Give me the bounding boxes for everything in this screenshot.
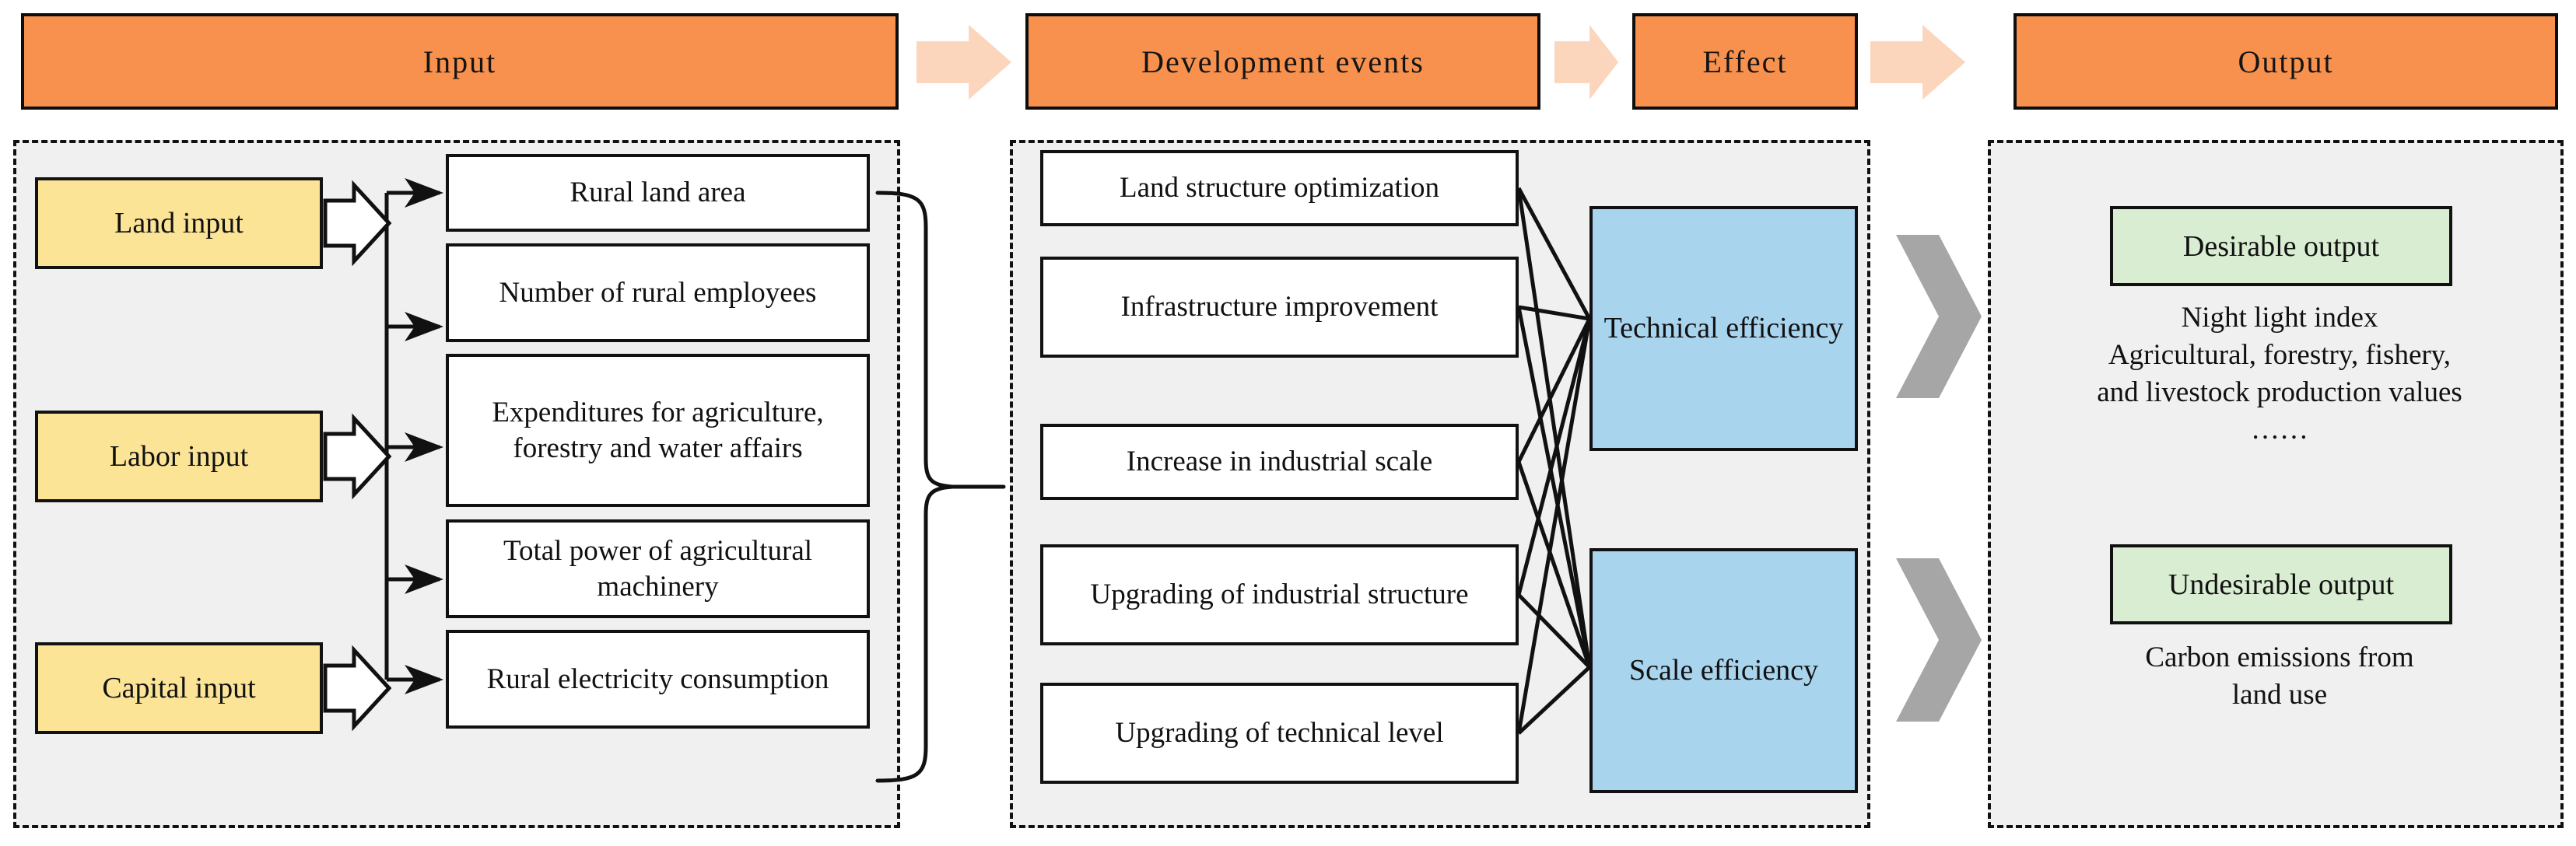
- input-category-labor[interactable]: Labor input: [35, 411, 323, 502]
- input-indicator-rural-land-area[interactable]: Rural land area: [446, 154, 870, 232]
- development-event-increase-industrial-scale[interactable]: Increase in industrial scale: [1040, 424, 1519, 500]
- input-indicator-label: Rural electricity consumption: [486, 662, 829, 695]
- development-event-land-structure-optimization[interactable]: Land structure optimization: [1040, 150, 1519, 226]
- development-event-label: Upgrading of industrial structure: [1090, 579, 1469, 611]
- arrow-right-icon-input-to-development: [916, 25, 1011, 100]
- development-event-label: Land structure optimization: [1120, 172, 1439, 205]
- input-indicator-rural-employees[interactable]: Number of rural employees: [446, 243, 870, 342]
- input-indicator-agricultural-machinery[interactable]: Total power of agricultural machinery: [446, 519, 870, 618]
- input-category-label: Labor input: [109, 440, 249, 473]
- input-category-label: Land input: [114, 207, 244, 239]
- output-item-line: Carbon emissions from: [2145, 641, 2414, 673]
- arrow-right-icon-effect-to-output: [1870, 25, 1965, 100]
- output-badge-label: Desirable output: [2182, 229, 2380, 263]
- output-undesirable-items: Carbon emissions from land use: [1999, 639, 2560, 725]
- input-indicator-rural-electricity[interactable]: Rural electricity consumption: [446, 630, 870, 729]
- output-item-line: and livestock production values: [2097, 376, 2462, 409]
- header-label: Input: [422, 44, 497, 79]
- output-badge-desirable[interactable]: Desirable output: [2110, 206, 2452, 286]
- input-category-land[interactable]: Land input: [35, 177, 323, 269]
- header-development-events: Development events: [1025, 13, 1540, 110]
- input-indicator-label: Expenditures for agriculture, forestry a…: [492, 397, 824, 464]
- output-badge-label: Undesirable output: [2168, 568, 2395, 601]
- header-label: Output: [2238, 44, 2334, 79]
- effect-label: Scale efficiency: [1629, 653, 1818, 687]
- input-category-label: Capital input: [102, 672, 256, 704]
- output-badge-undesirable[interactable]: Undesirable output: [2110, 544, 2452, 624]
- development-event-upgrading-industrial-structure[interactable]: Upgrading of industrial structure: [1040, 544, 1519, 645]
- arrow-right-icon-development-to-effect: [1554, 25, 1618, 100]
- header-output: Output: [2013, 13, 2558, 110]
- output-item-line: Agricultural, forestry, fishery,: [2108, 339, 2452, 372]
- effect-scale-efficiency[interactable]: Scale efficiency: [1589, 548, 1858, 793]
- development-event-label: Increase in industrial scale: [1126, 446, 1433, 478]
- output-item-line: land use: [2231, 679, 2328, 711]
- development-event-infrastructure-improvement[interactable]: Infrastructure improvement: [1040, 257, 1519, 358]
- input-indicator-label: Rural land area: [570, 177, 746, 209]
- effect-label: Technical efficiency: [1603, 311, 1844, 344]
- header-effect: Effect: [1632, 13, 1858, 110]
- development-event-label: Upgrading of technical level: [1115, 717, 1444, 750]
- input-indicator-expenditures[interactable]: Expenditures for agriculture, forestry a…: [446, 354, 870, 507]
- header-label: Effect: [1702, 44, 1788, 79]
- output-item-line: Night light index: [2181, 302, 2378, 334]
- input-indicator-label: Number of rural employees: [499, 276, 817, 309]
- header-input: Input: [21, 13, 899, 110]
- effect-technical-efficiency[interactable]: Technical efficiency: [1589, 206, 1858, 451]
- input-indicator-label: Total power of agricultural machinery: [503, 535, 813, 603]
- development-event-label: Infrastructure improvement: [1120, 291, 1439, 323]
- output-item-line: ……: [2251, 414, 2308, 446]
- development-event-upgrading-technical-level[interactable]: Upgrading of technical level: [1040, 683, 1519, 784]
- input-category-capital[interactable]: Capital input: [35, 642, 323, 734]
- header-label: Development events: [1141, 44, 1425, 79]
